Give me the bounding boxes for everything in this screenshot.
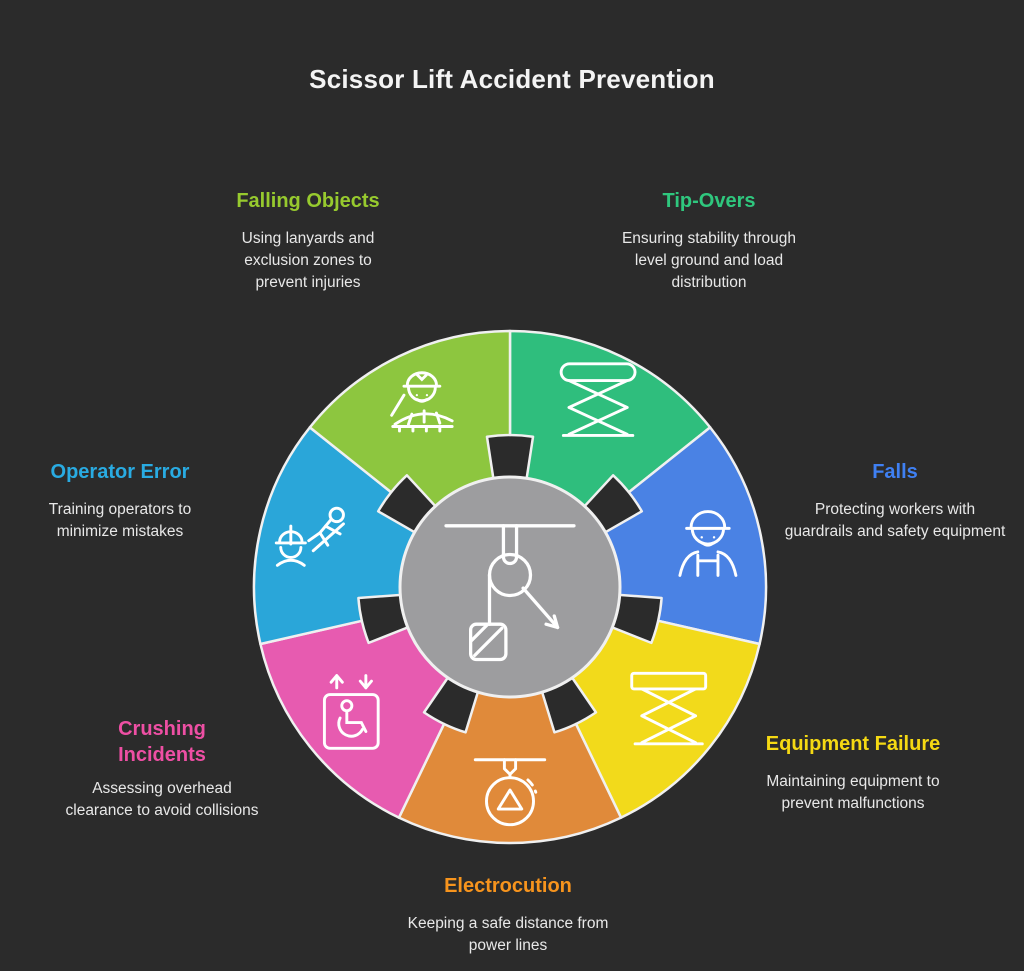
wheel-segment-crushing-incidents (259, 619, 460, 819)
wheel-segment-operator-error (252, 426, 432, 646)
falling-worker-icon (274, 506, 345, 567)
falls-heading: Falls (872, 461, 918, 483)
worker-bust-icon (678, 510, 738, 577)
label-falls: Falls Protecting workers with guardrails… (768, 459, 1022, 543)
label-electrocution: Electrocution Keeping a safe distance fr… (378, 873, 638, 957)
pulley-load-icon (444, 524, 576, 662)
seated-operator-icon (390, 371, 454, 433)
scissor-lift-flat-icon (630, 671, 708, 746)
label-operator-error: Operator Error Training operators to min… (0, 459, 240, 543)
scissor-lift-rounded-icon (559, 362, 637, 437)
label-equipment-failure: Equipment Failure Maintaining equipment … (722, 731, 984, 815)
equipment-failure-description: Maintaining equipment to prevent malfunc… (766, 773, 940, 812)
equipment-failure-heading: Equipment Failure (765, 733, 941, 755)
crushing-incidents-heading: Crushing Incidents (118, 718, 206, 766)
operator-error-description: Training operators to minimize mistakes (48, 501, 192, 540)
falling-objects-heading: Falling Objects (236, 190, 380, 212)
prevention-wheel (252, 329, 768, 845)
hanging-hazard-gauge-icon (473, 758, 547, 827)
falls-description: Protecting workers with guardrails and s… (784, 501, 1006, 540)
electrocution-heading: Electrocution (444, 875, 572, 897)
label-tip-overs: Tip-Overs Ensuring stability through lev… (584, 188, 834, 294)
operator-error-heading: Operator Error (50, 461, 190, 483)
page-title: Scissor Lift Accident Prevention (309, 64, 715, 94)
lift-cab-wheelchair-icon (322, 674, 380, 750)
label-crushing-incidents: Crushing Incidents Assessing overhead cl… (40, 716, 284, 822)
crushing-incidents-description: Assessing overhead clearance to avoid co… (65, 780, 259, 819)
wheel-segment-falls (588, 426, 768, 646)
tip-overs-heading: Tip-Overs (662, 190, 756, 212)
electrocution-description: Keeping a safe distance from power lines (407, 915, 609, 954)
label-falling-objects: Falling Objects Using lanyards and exclu… (183, 188, 433, 294)
falling-objects-description: Using lanyards and exclusion zones to pr… (241, 230, 375, 291)
tip-overs-description: Ensuring stability through level ground … (621, 230, 797, 291)
wheel-center-hub (398, 475, 622, 699)
wheel-segment-equipment-failure (560, 619, 761, 819)
